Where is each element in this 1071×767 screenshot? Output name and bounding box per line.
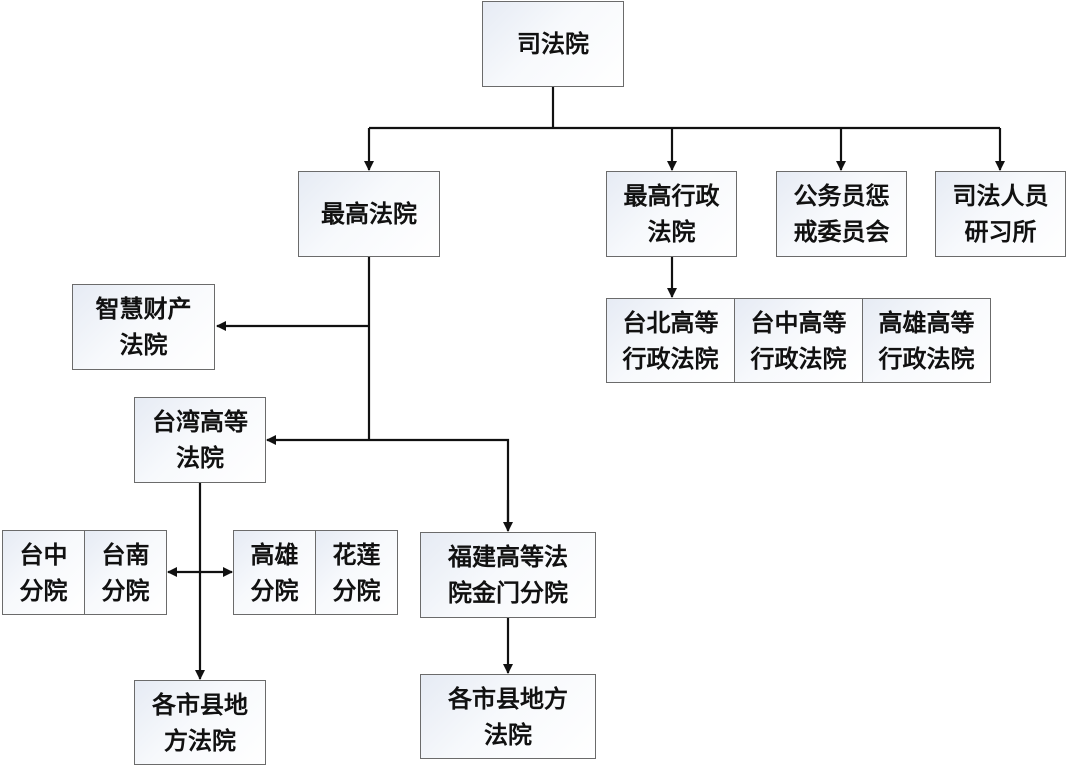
node-judicial-training-institute: 司法人员 研习所 <box>935 171 1066 257</box>
node-tainan-branch: 台南 分院 <box>84 531 166 614</box>
node-district-courts-taiwan: 各市县地 方法院 <box>134 680 266 765</box>
node-branches-right: 高雄 分院 花莲 分院 <box>233 530 398 615</box>
node-taichung-branch: 台中 分院 <box>3 531 84 614</box>
node-hualien-branch: 花莲 分院 <box>315 531 397 614</box>
node-supreme-admin-court: 最高行政 法院 <box>606 171 737 257</box>
node-kaohsiung-branch: 高雄 分院 <box>234 531 315 614</box>
node-fujian-high-court-kinmen: 福建高等法 院金门分院 <box>420 532 596 618</box>
node-ip-court: 智慧财产 法院 <box>72 284 215 370</box>
node-disciplinary-commission: 公务员惩 戒委员会 <box>776 171 907 257</box>
node-kaohsiung-admin-high-court: 高雄高等 行政法院 <box>862 299 990 382</box>
node-district-courts-fujian: 各市县地方 法院 <box>420 674 596 759</box>
node-judicial-yuan: 司法院 <box>482 1 624 87</box>
node-branches-left: 台中 分院 台南 分院 <box>2 530 167 615</box>
node-admin-high-courts: 台北高等 行政法院 台中高等 行政法院 高雄高等 行政法院 <box>606 298 991 383</box>
node-taiwan-high-court: 台湾高等 法院 <box>134 397 266 483</box>
node-taichung-admin-high-court: 台中高等 行政法院 <box>734 299 862 382</box>
node-taipei-admin-high-court: 台北高等 行政法院 <box>607 299 734 382</box>
connector-to-fujian <box>369 438 510 530</box>
node-supreme-court: 最高法院 <box>298 171 440 257</box>
